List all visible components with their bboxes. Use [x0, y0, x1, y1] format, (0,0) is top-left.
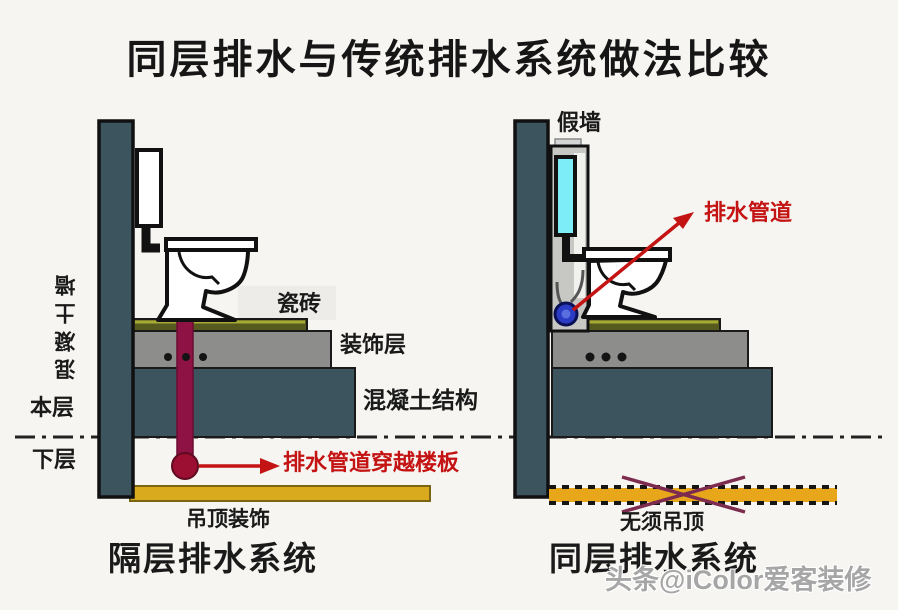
fake-wall [549, 138, 590, 333]
left-drain-outlet [171, 452, 199, 480]
left-toilet [135, 148, 258, 322]
toilet-bowl-curve [177, 251, 221, 286]
right-diagram-caption: 同层排水系统 [549, 540, 759, 577]
right-finish-layer [551, 330, 749, 369]
finish-dot [585, 352, 595, 362]
concealed-flush-pipe [562, 237, 588, 262]
lower-floor-label: 下层 [32, 447, 77, 472]
left-finish-layer [132, 330, 332, 369]
pipe-through-slab-label: 排水管道穿越楼板 [283, 450, 460, 475]
drain-pipe-label: 排水管道 [704, 200, 793, 225]
fake-wall-inner [574, 153, 585, 298]
right-concrete-wall [513, 119, 550, 499]
concrete-wall-label: 混凝土墙 [55, 268, 78, 380]
ceiling-decoration-label: 吊顶装饰 [186, 508, 270, 531]
finish-dot [199, 353, 207, 361]
toilet-rim [164, 237, 258, 252]
finish-dot [601, 352, 611, 362]
tile-label-background [238, 286, 336, 320]
right-toilet [581, 247, 672, 319]
right-ceiling-bar [549, 488, 837, 502]
toilet-bowl-curve [596, 261, 637, 292]
toilet-rim [582, 247, 672, 262]
right-annotation-arrow-shaft [571, 221, 681, 312]
concealed-bend [569, 269, 585, 304]
fake-wall-label: 假墙 [557, 110, 602, 135]
toilet-flush-pipe [141, 226, 160, 253]
left-concrete-wall [97, 119, 135, 499]
finish-layer-label: 装饰层 [340, 332, 407, 357]
finish-dot [182, 353, 190, 361]
concrete-structure-label: 混凝土结构 [363, 387, 478, 413]
no-ceiling-label: 无须吊顶 [620, 511, 704, 534]
left-annotation-arrow-head [260, 458, 280, 474]
left-drain-pipe [176, 318, 194, 460]
left-diagram-caption: 隔层排水系统 [108, 540, 318, 577]
finish-dot [164, 353, 172, 361]
tile-label: 瓷砖 [277, 291, 322, 316]
diagram-title: 同层排水与传统排水系统做法比较 [126, 38, 772, 82]
watermark: 头条@iColor爱客装修 [605, 565, 872, 595]
this-floor-label: 本层 [30, 395, 75, 420]
left-ceiling-bar [129, 485, 431, 502]
toilet-bowl [156, 248, 250, 322]
cross-mark-line [621, 475, 746, 514]
left-concrete-slab [132, 367, 356, 438]
concealed-cistern [554, 155, 577, 237]
horizontal-drain-outlet-center [561, 309, 571, 319]
toilet-tank [135, 148, 163, 228]
right-concrete-slab [551, 367, 773, 438]
finish-dot [617, 352, 627, 362]
right-annotation-arrow-head [673, 212, 694, 229]
